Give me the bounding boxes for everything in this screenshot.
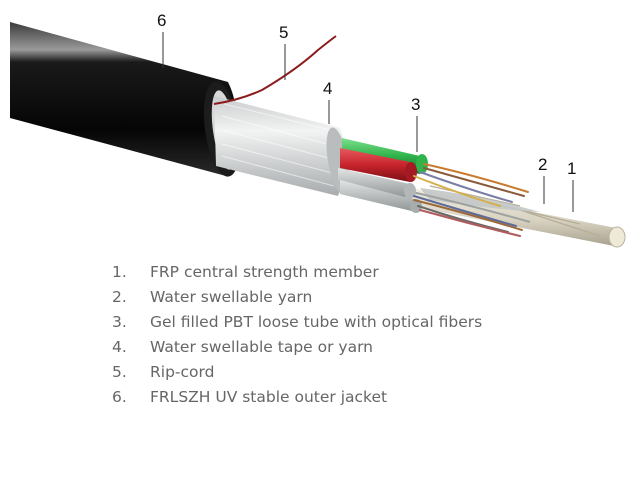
callout-5: 5 [279, 23, 289, 42]
legend-text: Gel filled PBT loose tube with optical f… [150, 313, 483, 331]
cable-cross-section-diagram [10, 22, 626, 248]
callout-4: 4 [323, 79, 333, 98]
optical-fibers [413, 163, 529, 237]
callout-6: 6 [157, 11, 167, 30]
legend-number: 6. [112, 388, 127, 406]
legend-item-5: 5. Rip-cord [112, 363, 482, 388]
legend-number: 2. [112, 288, 127, 306]
outer-jacket [10, 22, 241, 177]
legend-number: 4. [112, 338, 127, 356]
legend-text: Water swellable tape or yarn [150, 338, 374, 356]
legend-item-4: 4. Water swellable tape or yarn [112, 338, 482, 363]
legend-number: 1. [112, 263, 127, 281]
component-legend: 1. FRP central strength member 2. Water sw… [112, 263, 482, 413]
legend-item-2: 2. Water swellable yarn [112, 288, 482, 313]
callout-3: 3 [411, 95, 421, 114]
legend-text: Water swellable yarn [150, 288, 313, 306]
legend-number: 3. [112, 313, 127, 331]
rip-cord [213, 35, 337, 105]
legend-number: 5. [112, 363, 127, 381]
legend-item-6: 6. FRLSZH UV stable outer jacket [112, 388, 482, 413]
callout-1: 1 [567, 159, 577, 178]
legend-text: FRLSZH UV stable outer jacket [150, 388, 388, 406]
legend-item-1: 1. FRP central strength member [112, 263, 482, 288]
legend-text: FRP central strength member [150, 263, 379, 281]
water-swellable-tape [214, 96, 350, 196]
loose-tubes [338, 138, 428, 213]
callout-2: 2 [538, 155, 548, 174]
legend-text: Rip-cord [150, 363, 215, 381]
leader-lines [162, 32, 574, 212]
legend-item-3: 3. Gel filled PBT loose tube with optical… [112, 313, 482, 338]
